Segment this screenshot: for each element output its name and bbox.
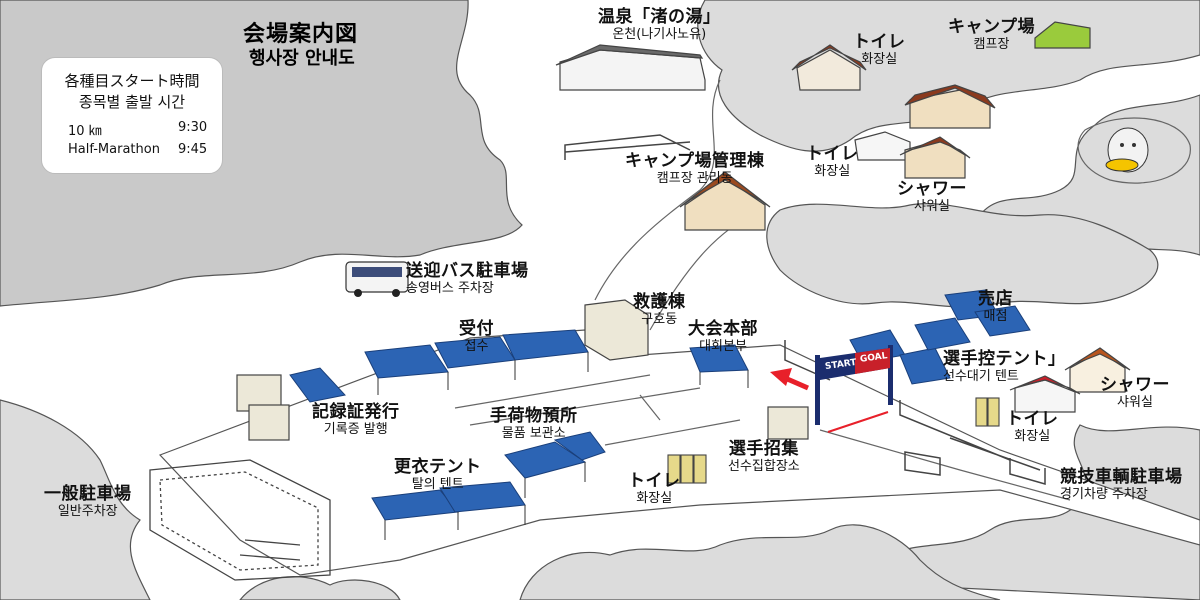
label-waiting-tent: 選手控テント」 선수대기 텐트 — [943, 349, 1066, 384]
shower-camp-building — [904, 139, 966, 179]
label-toilet-north: トイレ 화장실 — [853, 32, 906, 67]
start-time-heading-ko: 종목별 출발 시간 — [78, 93, 186, 111]
label-reception: 受付 접수 — [459, 319, 494, 354]
trees-south — [519, 524, 1001, 600]
road-north — [594, 79, 721, 301]
label-first-aid: 救護棟 구호동 — [633, 292, 686, 327]
booth-2 — [248, 404, 290, 441]
label-onsen: 温泉「渚の湯」 온천(나기사노유) — [598, 7, 721, 42]
blue-tents — [289, 289, 1031, 521]
trees-south-center — [239, 575, 401, 600]
road-track-2 — [469, 387, 701, 426]
label-campsite: キャンプ場 캠프장 — [948, 17, 1035, 52]
portable-toilets-south — [667, 454, 707, 484]
label-toilet-east: トイレ 화장실 — [1006, 409, 1059, 444]
label-certificate: 記録証発行 기록증 발행 — [312, 402, 400, 437]
road-track-4 — [639, 394, 661, 421]
map-title-ja: 会場案内図 — [243, 22, 359, 47]
first-aid-building — [584, 299, 649, 361]
label-toilet-south: トイレ 화장실 — [628, 471, 681, 506]
mascot-icon — [1105, 127, 1149, 173]
label-shop: 売店 매점 — [978, 289, 1013, 324]
event-name-10k: 10 ㎞ — [68, 124, 102, 139]
lodge-building — [909, 89, 991, 129]
trees-southwest — [0, 399, 151, 600]
label-baggage: 手荷物預所 물품 보관소 — [490, 406, 578, 441]
start-time-heading-ja: 各種目スタート時間 — [64, 72, 200, 90]
road-east — [819, 429, 1071, 501]
tent-legs — [377, 352, 749, 540]
road-track-1 — [454, 374, 651, 409]
map-title-ko: 행사장 안내도 — [249, 48, 355, 70]
label-changing-tent: 更衣テント 탈의 텐트 — [394, 457, 482, 492]
toilet-north-building — [796, 49, 861, 91]
trees-middle — [766, 203, 1159, 308]
general-parking-lot — [149, 459, 331, 581]
map-title: 会場案内図 행사장 안내도 — [243, 22, 358, 70]
label-vehicle-parking: 競技車輌駐車場 경기차량 주차장 — [1060, 467, 1183, 502]
label-general-parking: 一般駐車場 일반주차장 — [44, 484, 132, 519]
start-goal-arch-icon — [815, 345, 893, 425]
event-time-10k: 9:30 — [178, 120, 208, 135]
label-toilet-camp: トイレ 화장실 — [806, 144, 859, 179]
label-camp-office: キャンプ場管理棟 캠프장 관리동 — [625, 151, 765, 186]
label-shower-east: シャワー 샤워실 — [1100, 375, 1170, 410]
bus-icon — [345, 261, 409, 297]
portable-toilets-east — [975, 397, 1000, 427]
label-assembly: 選手招集 선수집합장소 — [728, 439, 800, 474]
label-shuttle-bus-parking: 送迎バス駐車場 송영버스 주차장 — [406, 261, 529, 296]
start-time-panel: 各種目スタート時間 종목별 출발 시간 10 ㎞ 9:30 Half-Marat… — [41, 57, 223, 174]
finish-line — [827, 411, 889, 433]
fences — [564, 134, 1046, 485]
label-headquarters: 大会本部 대회본부 — [688, 319, 758, 354]
label-shower-camp: シャワー 샤워실 — [897, 179, 967, 214]
booth-assembly — [767, 406, 809, 440]
road-loop — [1077, 117, 1191, 184]
toilet-camp-building — [854, 131, 911, 161]
event-name-half: Half-Marathon — [68, 142, 160, 157]
road-track-3 — [604, 419, 741, 446]
event-time-half: 9:45 — [178, 142, 208, 157]
camp-tent — [1034, 21, 1091, 49]
direction-arrow-icon — [770, 368, 809, 391]
